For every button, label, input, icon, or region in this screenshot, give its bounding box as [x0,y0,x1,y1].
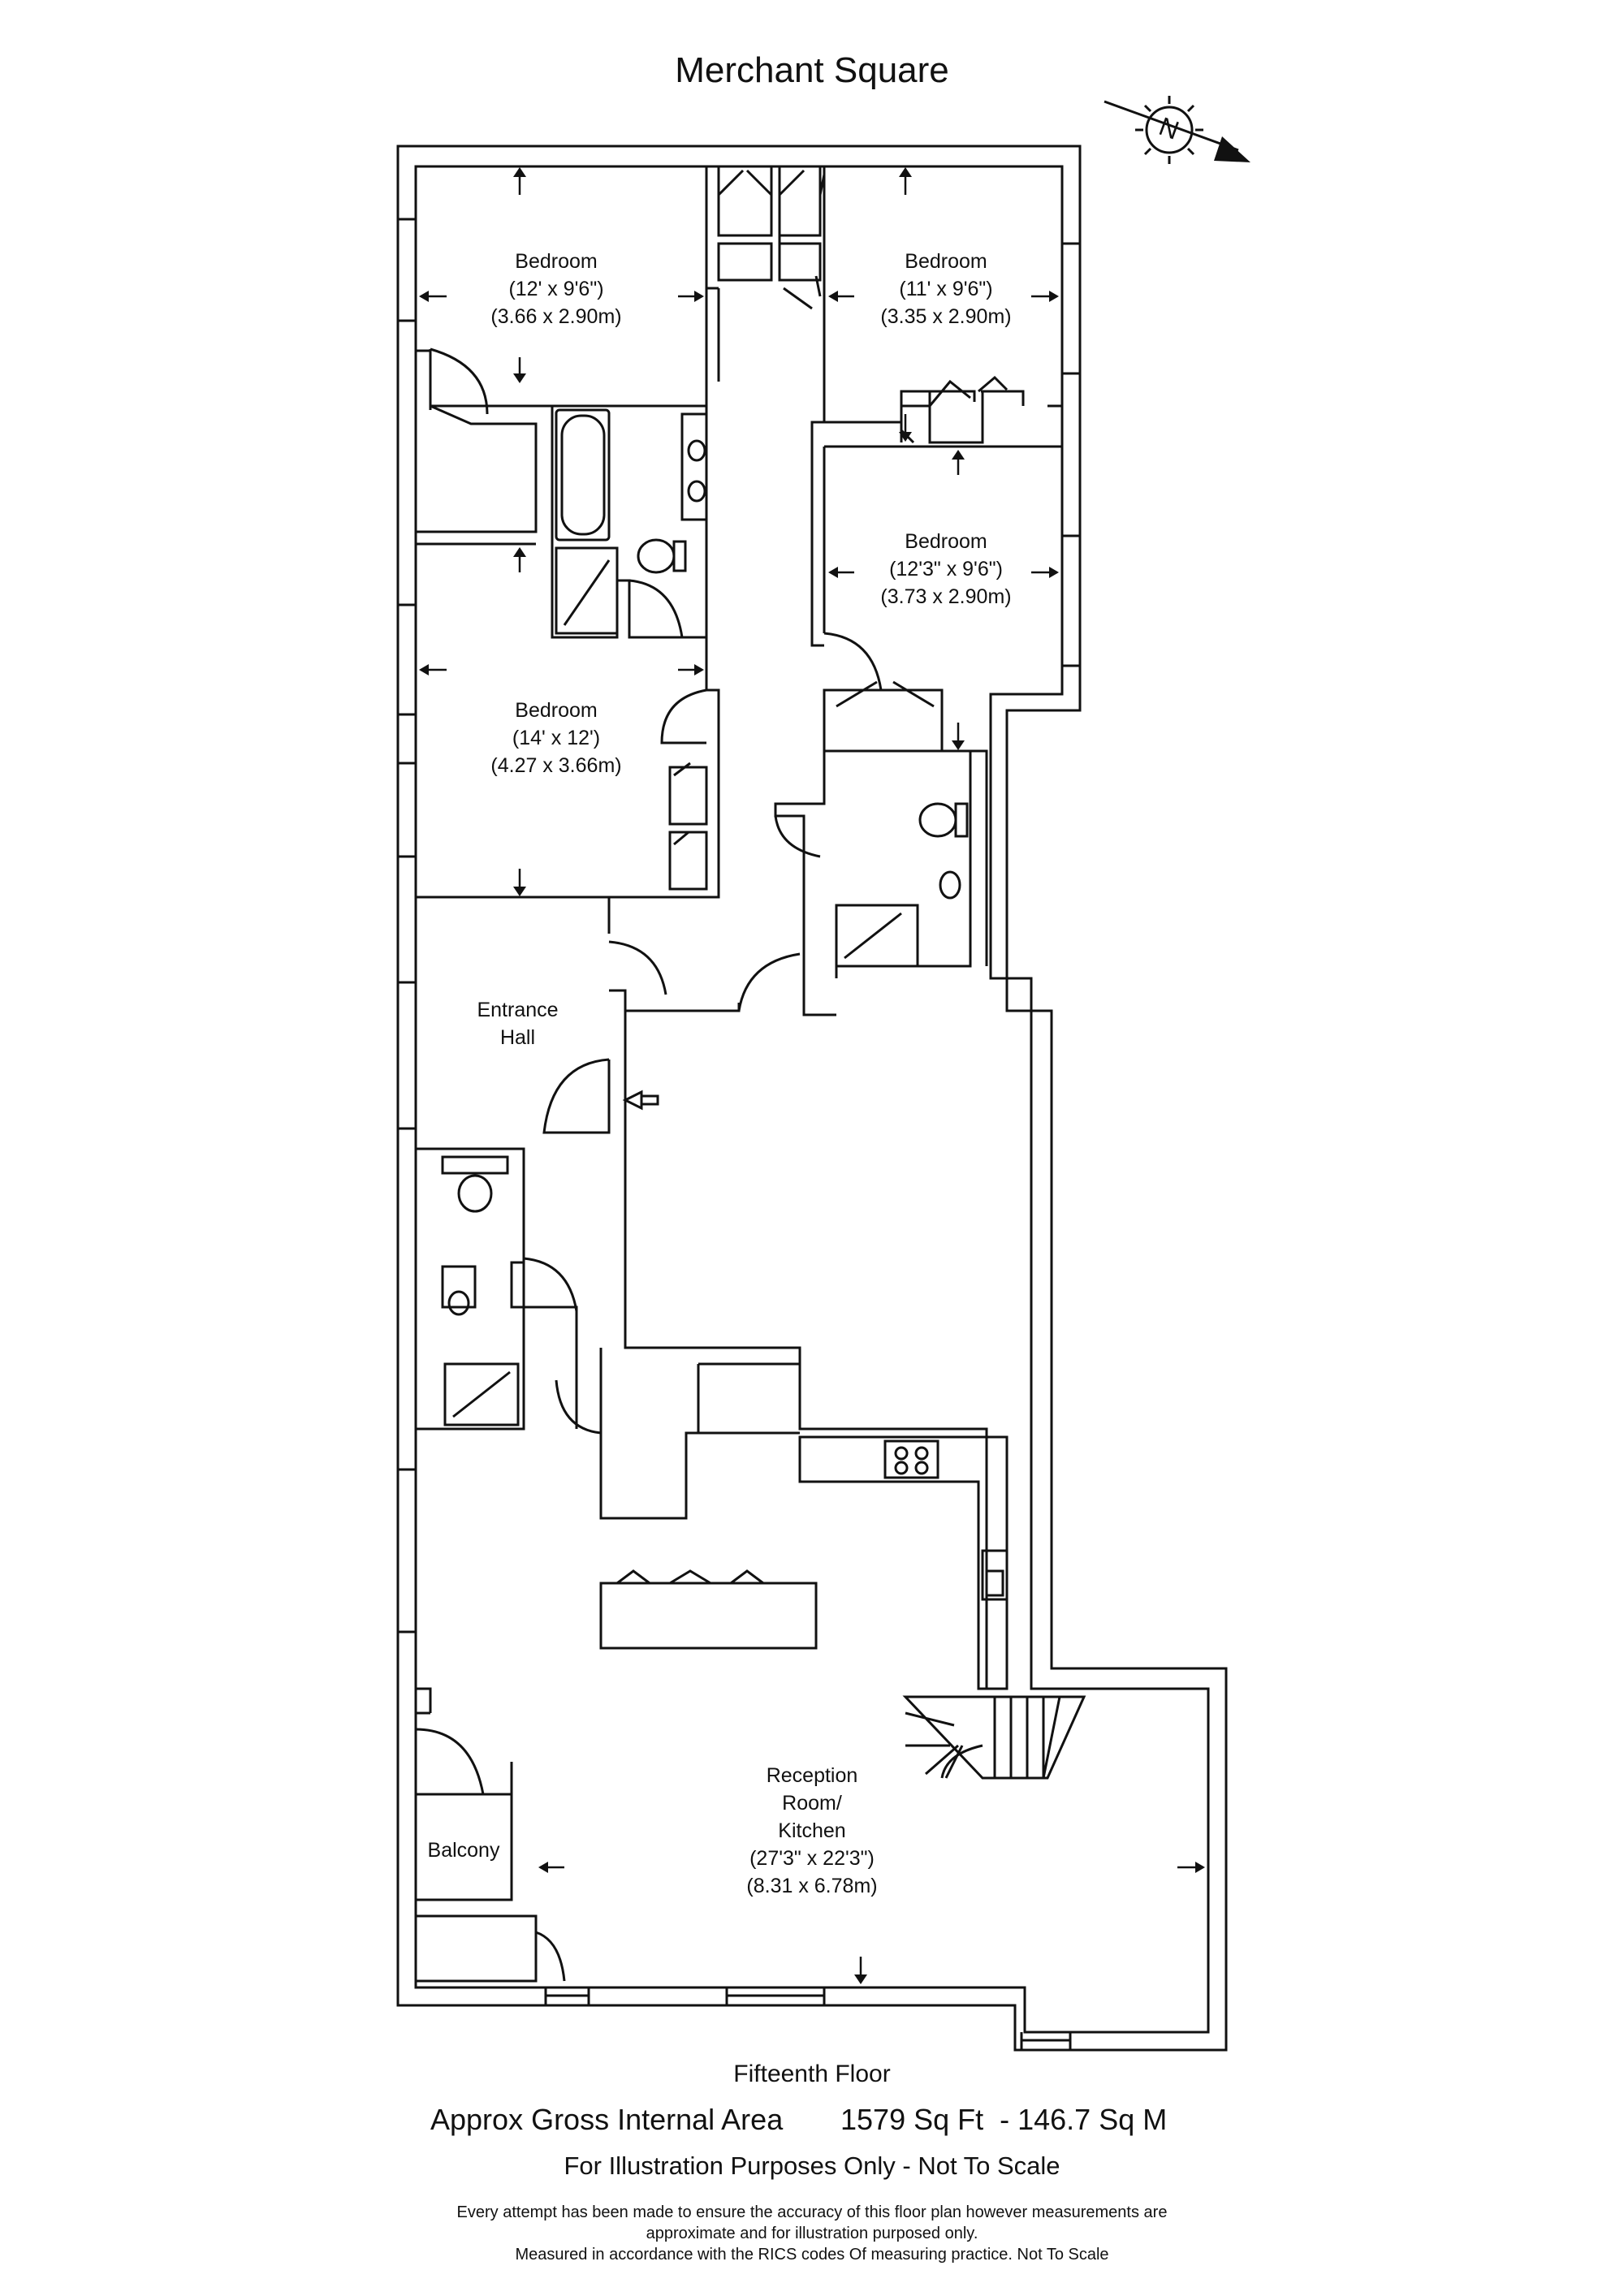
reception-west-wall [414,1429,513,1794]
disclaimer-line-3: Measured in accordance with the RICS cod… [515,2246,1109,2264]
compass-icon [1104,96,1250,164]
room-label-bedroom3: Bedroom (12'3" x 9'6") (3.73 x 2.90m) [880,530,1012,608]
entrance-arrow [622,1090,659,1111]
staircase-arc [940,1744,983,1779]
hob-ring-1 [894,1446,909,1461]
ensuite-door [774,815,821,858]
bedroom1-closet [414,404,538,533]
shower-tray-2 [835,904,919,968]
floor-label: Fifteenth Floor [733,2061,891,2087]
shower-tray-3-line [452,1370,511,1418]
outer-wall [396,145,1228,2052]
cloakroom-walls [416,1147,578,1431]
bedroom2-walls [824,390,1062,442]
area-value: 1579 Sq Ft - 146.7 Sq M [840,2103,1168,2136]
kitchen-sink [981,1549,1009,1601]
area-label: Approx Gross Internal Area [430,2103,784,2136]
bathroom-door-arc [628,579,684,638]
window-south-2 [725,1987,826,2005]
hob [883,1439,939,1479]
window-west-4 [398,981,416,1130]
illustration-note: For Illustration Purposes Only - Not To … [564,2151,1060,2180]
bedroom2-wardrobe [928,375,1009,444]
balcony-door-2 [535,1931,566,1982]
cupboard-door [555,1379,602,1435]
window-west-1 [398,218,416,322]
basin-1 [687,439,706,462]
wardrobe-door-arcs [717,169,826,310]
inner-wall [414,165,1210,2034]
kitchen-island [599,1569,818,1650]
window-south-1 [544,1987,590,2005]
cloak-basin-unit [441,1265,477,1309]
room-label-reception: Reception Room/ Kitchen (27'3" x 22'3") … [746,1764,878,1897]
wc-2-cistern [954,802,969,838]
window-west-3 [398,762,416,858]
cupboard-walls [599,1348,800,1520]
bedroom3-walls [823,445,1062,633]
corridor-upper [705,166,826,647]
page-title: Merchant Square [675,50,949,90]
staircase [902,1695,1086,1780]
hob-ring-3 [894,1461,909,1475]
wc-1 [637,538,676,574]
room-label-balcony: Balcony [427,1839,500,1862]
hob-ring-2 [914,1446,929,1461]
room-label-bedroom4: Bedroom (14' x 12') (4.27 x 3.66m) [490,699,622,777]
balcony-walls [416,1793,538,1983]
wardrobe-top-right [778,165,822,282]
wc-2 [918,802,957,838]
window-west-2 [398,603,416,716]
bedroom3-wardrobe [823,680,944,753]
area-row: Approx Gross Internal Area 1579 Sq Ft - … [430,2103,1242,2143]
bedroom1-closet-door [429,347,489,415]
kitchen-sink-inner [985,1569,1004,1597]
ensuite-side [970,749,988,966]
hob-ring-4 [914,1461,929,1475]
shower-tray-1-line [563,559,611,626]
room-label-bedroom2: Bedroom (11' x 9'6") (3.35 x 2.90m) [880,250,1012,328]
bathtub-inner [560,414,606,536]
hall-door-bedroom [608,940,667,995]
balcony-door [415,1728,485,1795]
basin-4 [447,1290,470,1316]
window-south-3 [1020,2032,1072,2050]
bedroom4-door [660,688,707,744]
basin-2 [687,480,706,503]
bedroom3-door-arc [823,632,883,692]
shower-tray-3 [443,1362,520,1426]
room-label-bedroom1: Bedroom (12' x 9'6") (3.66 x 2.90m) [490,250,622,328]
ensuite-walls [774,749,972,1011]
window-east-2 [1062,534,1080,667]
vanity [680,412,708,521]
bedroom4-wardrobe [668,762,708,891]
disclaimer-line-1: Every attempt has been made to ensure th… [456,2203,1168,2221]
room-label-entrance-hall: Entrance Hall [477,999,559,1049]
basin-3 [939,870,961,900]
wardrobe-top-left [717,165,773,282]
window-west-5 [398,1468,416,1634]
disclaimer-line-2: approximate and for illustration purpose… [646,2225,978,2242]
shower-tray-2-line [844,912,902,960]
cloak-wc [441,1155,509,1175]
kitchen-counter [798,1435,1009,1690]
entrance-door [542,1058,611,1134]
wc-1-cistern [672,540,687,572]
hall-door-ensuite [737,952,801,1012]
cloak-door [523,1257,578,1312]
wc-3 [457,1174,493,1213]
shower-tray-1 [555,546,619,635]
window-east-1 [1062,242,1080,375]
bathtub [555,408,611,542]
